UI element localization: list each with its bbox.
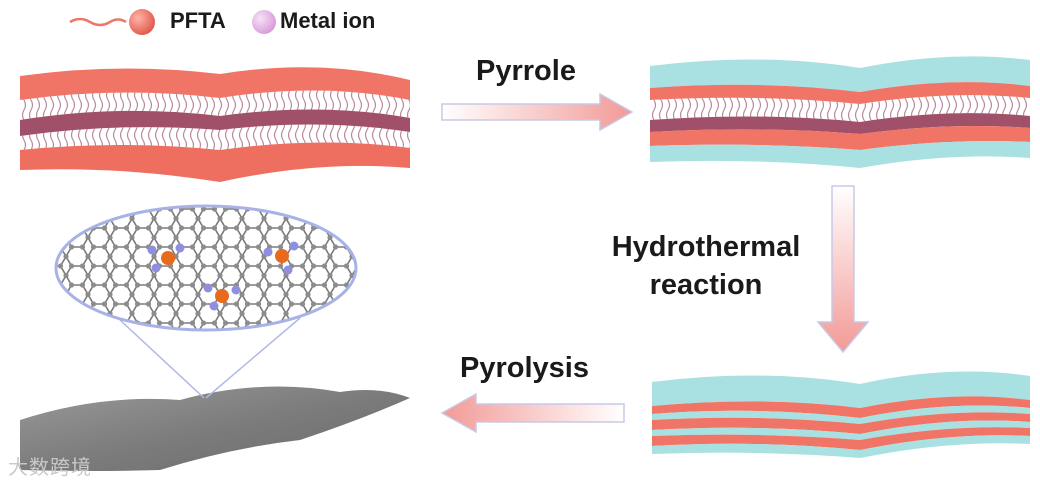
legend-pfta-label: PFTA xyxy=(170,8,226,34)
layered-composite xyxy=(652,372,1030,459)
watermark: 大数跨境 xyxy=(8,451,92,480)
atomic-structure-zoom xyxy=(56,206,356,330)
legend-metal-label: Metal ion xyxy=(280,8,375,34)
step-label-hydrothermal-line1: Hydrothermal xyxy=(596,228,816,266)
step-label-hydrothermal-line2: reaction xyxy=(596,266,816,304)
legend-metal-icon xyxy=(252,10,276,34)
step-label-pyrrole: Pyrrole xyxy=(476,52,576,90)
step-label-pyrolysis: Pyrolysis xyxy=(460,349,589,387)
pfta-bilayer-stack xyxy=(20,67,410,182)
arrow-left xyxy=(442,394,624,432)
zoom-line-left xyxy=(120,320,204,398)
ppy-coated-bilayer xyxy=(650,56,1030,168)
legend-pfta-icon xyxy=(70,9,155,35)
step-label-hydrothermal: Hydrothermal reaction xyxy=(596,228,816,304)
arrow-down xyxy=(818,186,868,352)
arrow-right xyxy=(442,94,632,130)
